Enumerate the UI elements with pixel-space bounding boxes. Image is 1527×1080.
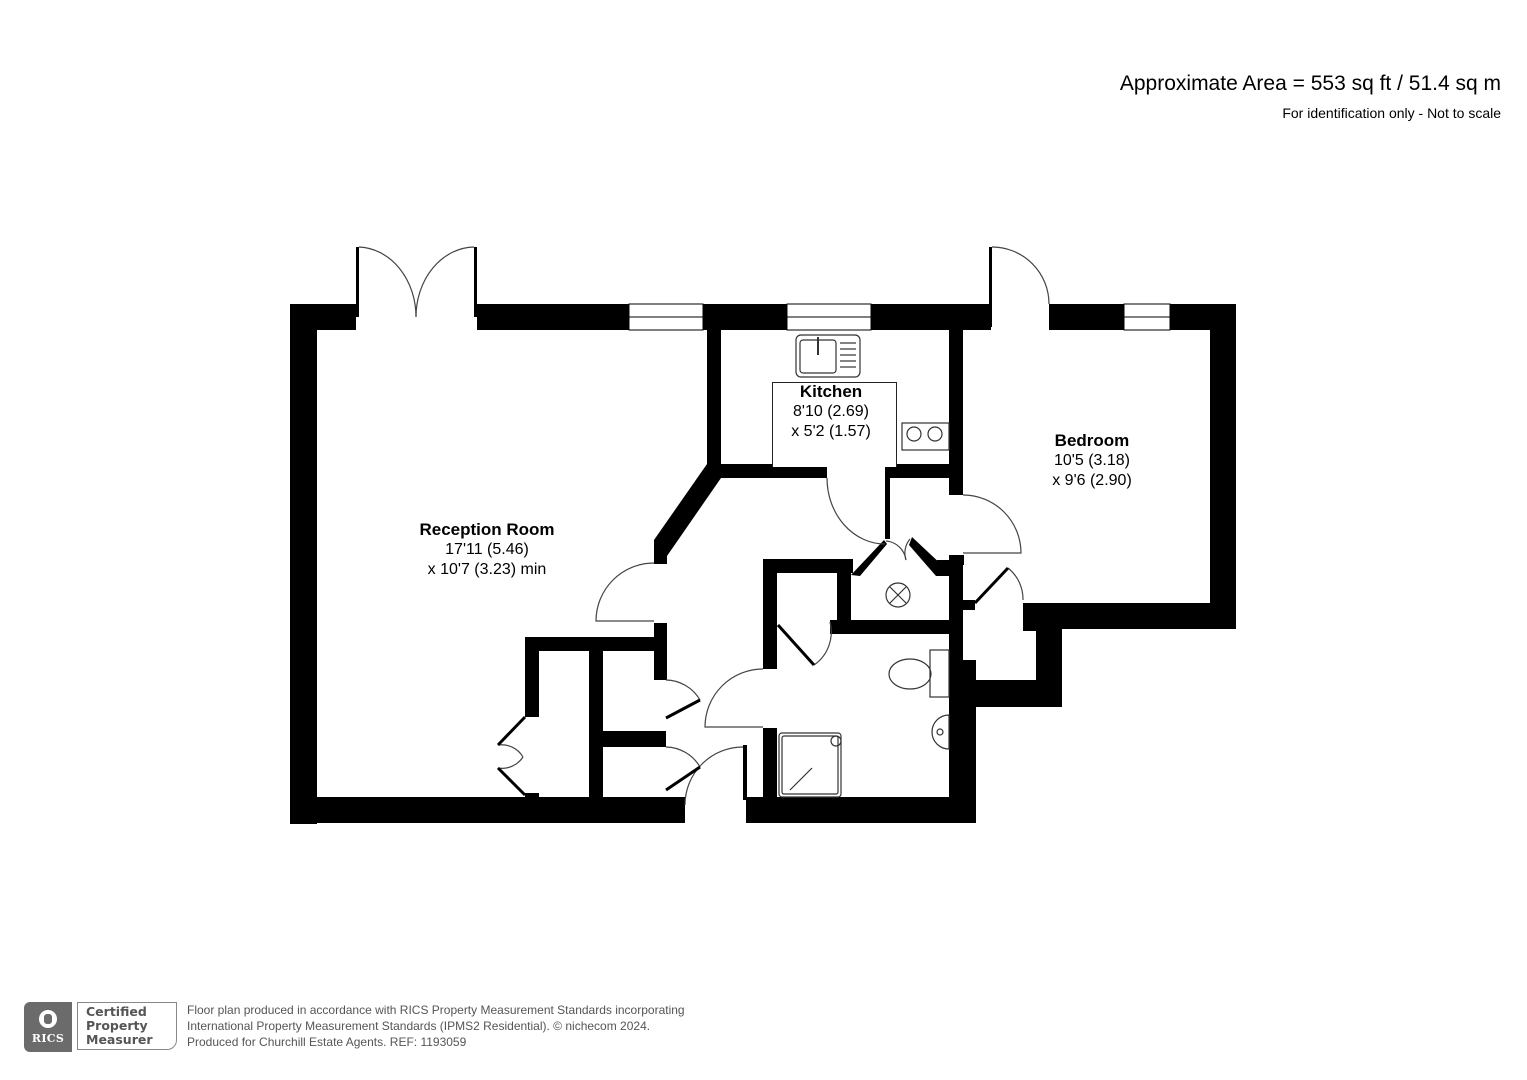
- rics-certified-badge: RICS Certified Property Measurer: [24, 1002, 177, 1052]
- kitchen-worktop: [772, 382, 897, 467]
- footer-credits: Floor plan produced in accordance with R…: [187, 1002, 685, 1050]
- certified-measurer-label: Certified Property Measurer: [77, 1002, 177, 1050]
- footer-line: International Property Measurement Stand…: [187, 1019, 651, 1033]
- rics-logo: RICS: [24, 1002, 72, 1052]
- room-bedroom: Bedroom 10'5 (3.18) x 9'6 (2.90): [1052, 431, 1132, 491]
- footer-line: Produced for Churchill Estate Agents. RE…: [187, 1035, 467, 1049]
- light-fitting-icon: [885, 582, 911, 608]
- shower-tray-icon: [778, 732, 842, 798]
- toilet-icon: [888, 658, 932, 690]
- lion-crest-icon: [39, 1009, 57, 1028]
- room-reception: Reception Room 17'11 (5.46) x 10'7 (3.23…: [419, 520, 554, 580]
- kitchen-sink-icon: [795, 334, 861, 378]
- hob-icon: [901, 422, 950, 451]
- footer-line: Floor plan produced in accordance with R…: [187, 1003, 685, 1017]
- doors: [356, 246, 1050, 806]
- washbasin-icon: [931, 714, 950, 750]
- door-leaves: [496, 566, 1010, 797]
- disclaimer: For identification only - Not to scale: [1282, 105, 1501, 121]
- room-name: Reception Room: [419, 520, 555, 539]
- footer: RICS Certified Property Measurer Floor p…: [24, 1002, 685, 1054]
- room-kitchen: Kitchen 8'10 (2.69) x 5'2 (1.57): [791, 382, 871, 442]
- fixtures: [778, 334, 950, 798]
- room-dimension: 8'10 (2.69): [792, 403, 869, 420]
- room-name: Bedroom: [1054, 431, 1130, 450]
- room-dimension: 17'11 (5.46): [445, 541, 529, 558]
- room-dimension: x 9'6 (2.90): [1052, 472, 1132, 489]
- room-dimension: x 5'2 (1.57): [791, 423, 871, 440]
- approximate-area: Approximate Area = 553 sq ft / 51.4 sq m: [1119, 72, 1501, 95]
- room-dimension: x 10'7 (3.23) min: [427, 561, 547, 578]
- walls: [290, 304, 1236, 824]
- room-name: Kitchen: [799, 382, 863, 401]
- windows: [628, 303, 1171, 331]
- toilet-cistern-icon: [929, 649, 950, 698]
- room-dimension: 10'5 (3.18): [1053, 452, 1130, 469]
